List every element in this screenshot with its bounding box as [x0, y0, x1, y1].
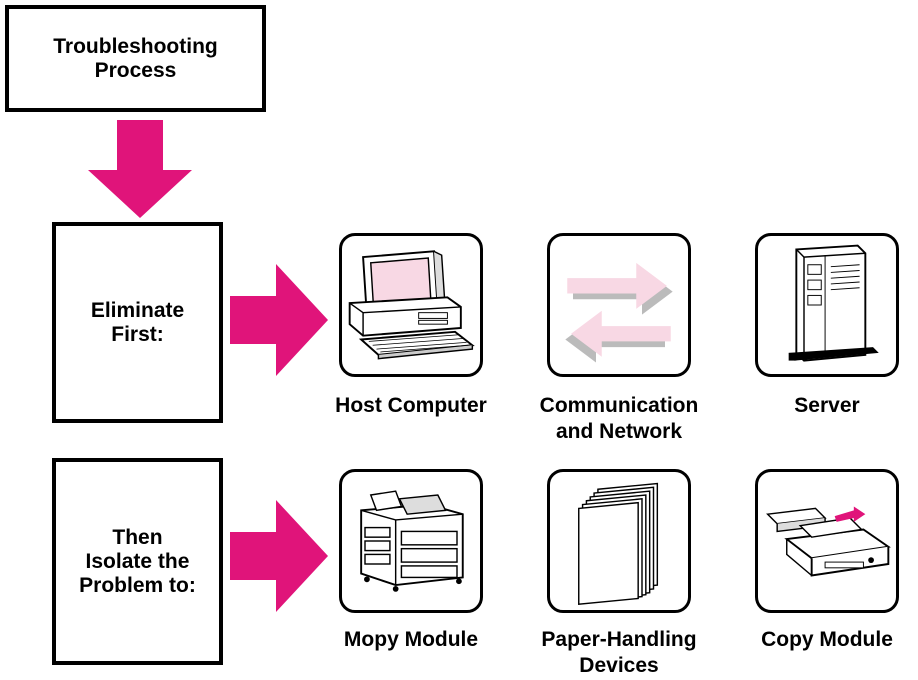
- isolate-problem-box: Then Isolate the Problem to:: [52, 458, 223, 665]
- down-arrow-icon: [88, 120, 192, 218]
- right-arrow-icon: [230, 500, 328, 612]
- host-computer-tile: [339, 233, 483, 377]
- communication-network-tile: [547, 233, 691, 377]
- paper-handling-tile: [547, 469, 691, 613]
- eliminate-first-box: Eliminate First:: [52, 222, 223, 423]
- printer-icon: [360, 490, 464, 592]
- right-arrow-icon: [230, 264, 328, 376]
- troubleshooting-process-box: Troubleshooting Process: [5, 5, 266, 112]
- mopy-module-tile: [339, 469, 483, 613]
- scanner-icon: [766, 506, 891, 577]
- eliminate-first-label: Eliminate First:: [90, 298, 185, 346]
- communication-network-label: Communication and Network: [539, 394, 699, 443]
- mopy-module-label: Mopy Module: [343, 628, 479, 651]
- troubleshooting-process-label: Troubleshooting Process: [53, 34, 218, 82]
- paper-handling-label: Paper-Handling Devices: [541, 628, 697, 677]
- computer-icon: [348, 250, 475, 360]
- isolate-problem-label: Then Isolate the Problem to:: [79, 525, 196, 597]
- server-icon: [788, 244, 879, 362]
- copy-module-tile: [755, 469, 899, 613]
- server-tile: [755, 233, 899, 377]
- server-label: Server: [794, 394, 860, 417]
- paper-stack-icon: [578, 482, 659, 606]
- copy-module-label: Copy Module: [761, 628, 893, 651]
- host-computer-label: Host Computer: [335, 394, 487, 417]
- network-arrows-icon: [565, 262, 673, 363]
